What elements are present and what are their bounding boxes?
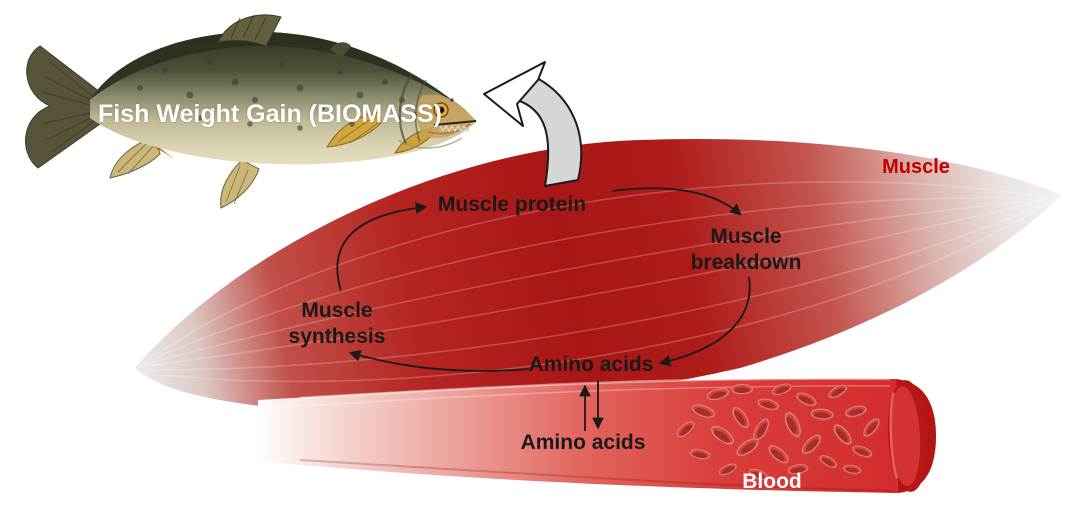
- fish-dorsal-band: [90, 31, 477, 121]
- fish-tail-fin: [25, 45, 105, 169]
- muscle-breakdown-label: Muscle breakdown: [690, 225, 802, 274]
- vessel-bottom-shade: [299, 459, 894, 492]
- cycle-arrows: [336, 187, 751, 431]
- fish-dorsal-fin: [217, 14, 282, 47]
- fish-jaw-line: [397, 137, 463, 149]
- fish-adipose-fin: [330, 42, 351, 58]
- curved-arrow-head: [483, 61, 546, 127]
- blood-region-label: Blood: [742, 470, 802, 493]
- fish-pectoral-fin: [326, 111, 434, 154]
- synthesis-to-protein-arrow: [336, 202, 428, 292]
- fish-biomass-label: Fish Weight Gain (BIOMASS): [98, 100, 442, 128]
- fish-nostril: [450, 98, 454, 102]
- fish-illustration: [25, 14, 477, 209]
- fish-gill-line: [398, 73, 413, 145]
- breakdown-to-amino-arrow: [658, 276, 751, 367]
- muscle-protein-label: Muscle protein: [437, 193, 587, 216]
- fish-mouth: [433, 120, 477, 126]
- fish-ventral-fin: [220, 159, 260, 209]
- blood-vessel: [258, 377, 936, 493]
- vessel-end-cap: [887, 380, 929, 492]
- muscle-synthesis-label: Muscle synthesis: [288, 299, 386, 348]
- muscle-shape: [135, 138, 1062, 412]
- protein-to-breakdown-arrow: [611, 187, 742, 216]
- vessel-top-highlight-2: [267, 385, 891, 409]
- muscle-region-label: Muscle: [882, 156, 950, 178]
- fish-teeth: [439, 124, 471, 133]
- amino-to-synthesis-arrow: [348, 349, 530, 372]
- amino-acids-muscle-label: Amino acids: [528, 353, 654, 376]
- muscle-fiber-lines: [137, 181, 1056, 383]
- amino-acids-blood-label: Amino acids: [520, 431, 646, 454]
- muscle-to-fish-arrow: [483, 61, 583, 187]
- fish-head: [397, 73, 477, 149]
